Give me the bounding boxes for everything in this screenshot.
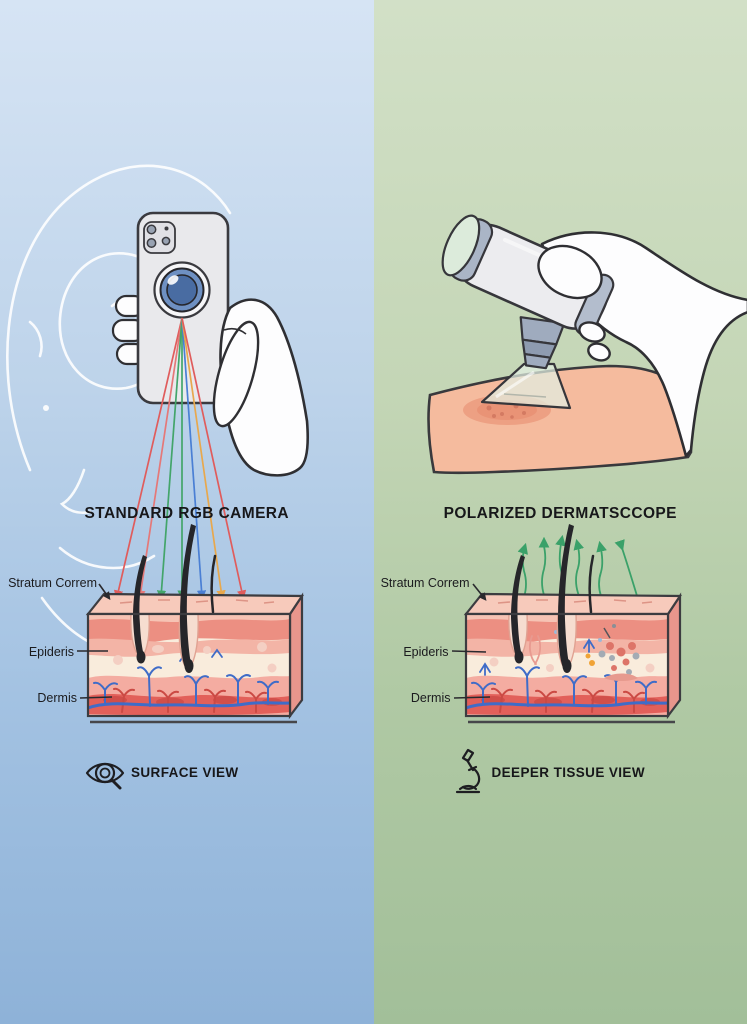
main-blue-vessel [465,701,668,710]
red-capillaries [113,687,267,713]
device-body [441,214,614,337]
label-dermis-left: Dermis [37,691,77,705]
right-scene-illustration [426,214,747,794]
label-epidermis-right: Epideris [403,645,449,659]
label-stratum-corneum-left: Stratum Correm [8,576,97,590]
label-pointers [77,583,113,699]
skin-cross-section [85,524,305,724]
left-title: STANDARD RGB CAMERA [84,505,289,522]
rgb-light-rays [113,317,247,600]
main-blue-vessel [88,701,290,710]
stratum-surface-texture [497,599,652,604]
label-stratum-corneum-right: Stratum Correm [380,576,470,590]
holding-hand [212,298,310,477]
eye-magnifier-icon [85,762,125,790]
stratum-surface-texture [119,599,275,604]
hairs [510,524,594,673]
caption-surface-view: SURFACE VIEW [131,765,239,780]
skin-cross-section-deep [463,524,682,724]
right-title: POLARIZED DERMATSCCOPE [443,505,677,522]
dermatoscope-device [441,214,614,410]
left-scene-illustration [6,164,310,790]
camera-lenses [146,224,171,248]
panel-standard-rgb-camera: STANDARD RGB CAMERA Stratum Correm Epide… [0,0,374,1024]
label-epidermis-left: Epideris [28,645,74,659]
panel-polarized-dermatoscope: POLARIZED DERMATSCCOPE Stratum Correm Ep… [373,0,747,1024]
label-pointers [451,583,490,699]
hairs [133,524,217,673]
nozzle [519,316,565,370]
main-lens [153,261,211,319]
deep-structures [528,622,639,681]
caption-deeper-tissue-view: DEEPER TISSUE VIEW [491,765,645,780]
gripping-fingers [536,244,611,362]
smartphone-illustration [136,211,230,405]
microscope-icon [455,748,480,794]
lens-glass [441,214,480,277]
label-dermis-right: Dermis [410,691,451,705]
